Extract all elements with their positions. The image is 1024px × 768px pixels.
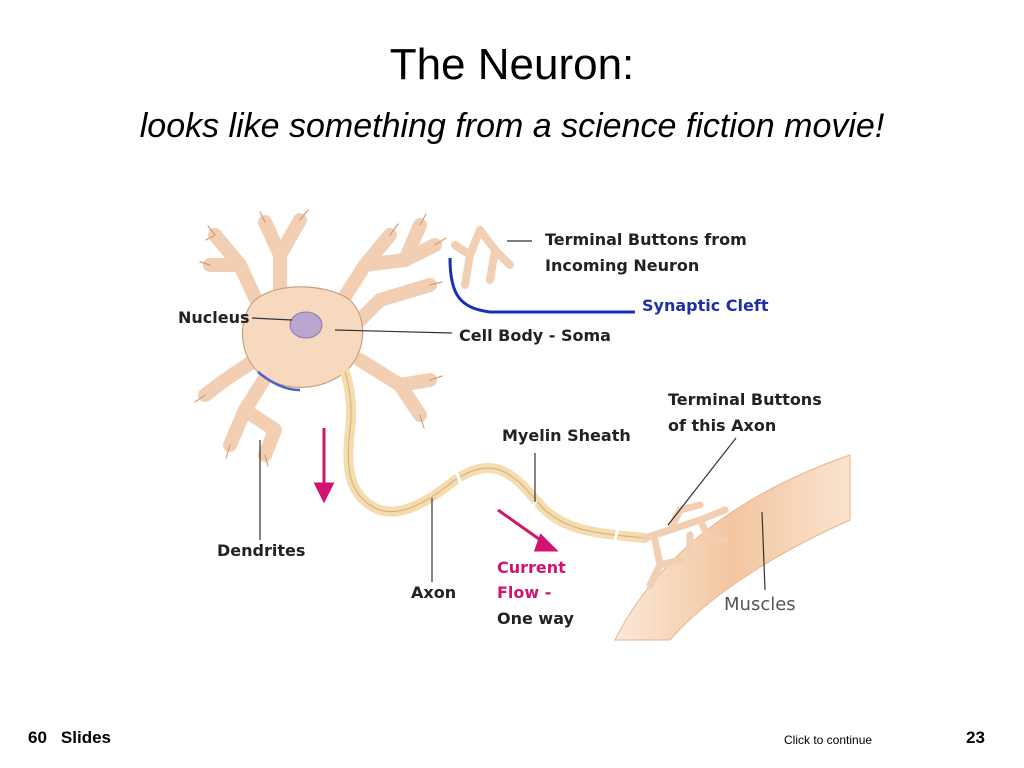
leader-lines — [251, 240, 766, 591]
slide-subtitle: looks like something from a science fict… — [139, 107, 885, 145]
label-current: Current — [497, 558, 566, 577]
continue-link[interactable]: Click to continue — [784, 733, 873, 747]
dendrite-outline — [194, 209, 447, 467]
label-cell-body: Cell Body - Soma — [459, 326, 611, 345]
slide-count-label: Slides — [60, 728, 112, 747]
label-flow: Flow - — [497, 583, 551, 602]
label-terminal-in-1: Terminal Buttons from — [545, 230, 747, 249]
label-myelin: Myelin Sheath — [502, 426, 631, 445]
axon — [340, 367, 650, 543]
label-terminal-axon-1: Terminal Buttons — [668, 390, 822, 409]
axon-outline — [344, 371, 646, 539]
myelin-gaps — [454, 469, 620, 545]
label-muscles: Muscles — [724, 594, 796, 615]
current-arrows — [313, 428, 559, 552]
label-nucleus: Nucleus — [178, 308, 250, 327]
footer-slide-count: 60 Slides — [28, 728, 125, 748]
slide-count-number: 60 — [28, 728, 47, 747]
label-terminal-axon-2: of this Axon — [668, 416, 776, 435]
synaptic-cleft-line — [448, 257, 635, 314]
label-one-way: One way — [497, 609, 575, 628]
page-number: 23 — [966, 728, 985, 747]
label-synaptic-cleft: Synaptic Cleft — [642, 296, 769, 315]
slide-title: The Neuron: — [389, 40, 635, 89]
nucleus — [289, 311, 323, 339]
soma-blue-edge — [257, 371, 301, 392]
incoming-terminals — [451, 226, 514, 289]
label-terminal-in-2: Incoming Neuron — [545, 256, 699, 275]
label-dendrites: Dendrites — [217, 541, 305, 560]
label-axon: Axon — [411, 583, 456, 602]
